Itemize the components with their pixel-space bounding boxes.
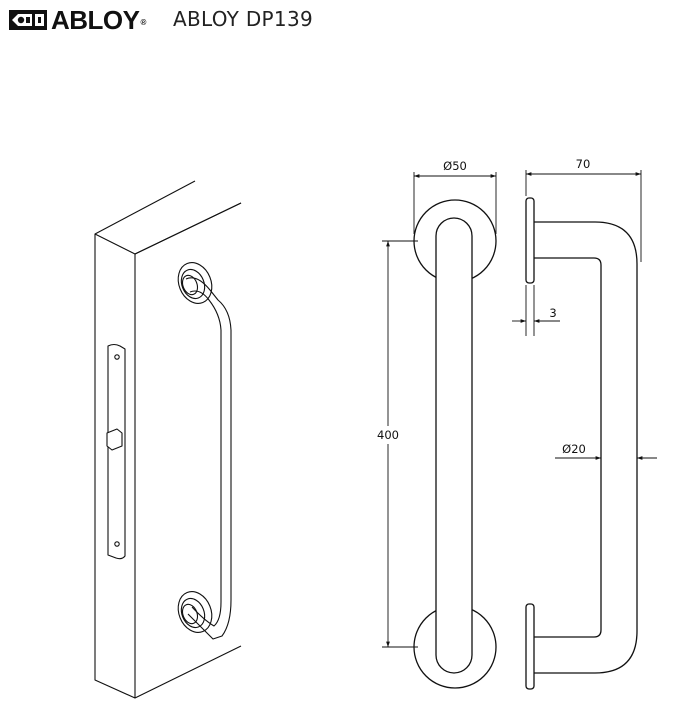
- side-top-rose: [525, 197, 535, 284]
- door-isometric-view: [94, 180, 242, 699]
- door-side-face: [134, 202, 242, 699]
- header: ABLOY® ABLOY DP139: [0, 0, 683, 40]
- dim-centers: 400: [377, 428, 399, 442]
- faceplate-screw-bottom: [114, 541, 120, 547]
- bottom-rose: [177, 591, 213, 633]
- door-top-face: [94, 180, 242, 255]
- abloy-key-icon: [9, 10, 47, 30]
- dim-rose-thickness: 3: [549, 306, 556, 320]
- abloy-logo: ABLOY®: [8, 6, 146, 34]
- faceplate-screw-top: [114, 354, 120, 360]
- front-handle-bar: [435, 217, 473, 674]
- dim-bar-diameter: Ø20: [562, 442, 586, 456]
- lock-faceplate: [107, 343, 126, 560]
- pull-handle-bar: [185, 277, 232, 640]
- product-title: ABLOY DP139: [173, 7, 313, 31]
- dim-rose-diameter: Ø50: [443, 159, 467, 173]
- registered-mark: ®: [140, 18, 147, 27]
- side-handle-bar: [534, 221, 638, 674]
- side-elevation-view: [525, 197, 638, 690]
- lock-latch: [106, 428, 123, 451]
- front-elevation-view: [413, 199, 497, 689]
- brand-name: ABLOY®: [51, 5, 147, 35]
- side-bottom-rose: [525, 603, 535, 690]
- dim-projection: 70: [576, 157, 591, 171]
- top-rose: [177, 262, 213, 304]
